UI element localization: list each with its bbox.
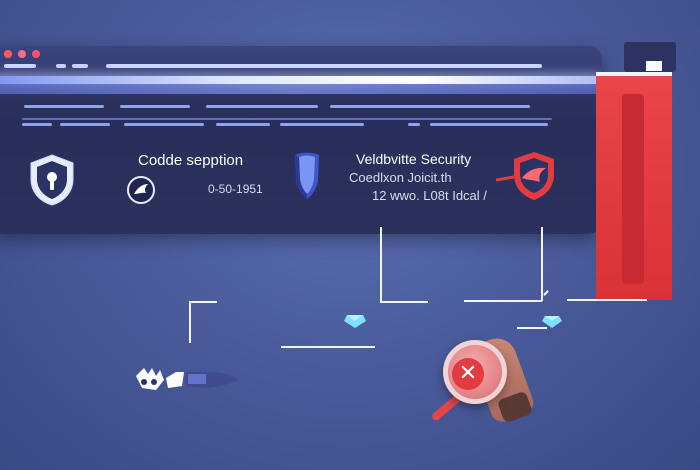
connector-line (189, 301, 191, 343)
content-line (216, 123, 270, 126)
connector-line (281, 346, 375, 348)
side-panel-cap-bar (646, 61, 662, 71)
browser-window (0, 46, 602, 234)
content-line (280, 123, 364, 126)
connector-line (380, 227, 382, 303)
panel-right-title: Veldbvitte Security (356, 151, 472, 167)
shield-lock-icon (30, 154, 74, 206)
divider (22, 118, 552, 120)
gem-icon (542, 316, 562, 328)
content-line (430, 123, 548, 126)
content-line (120, 105, 190, 108)
red-panel-slot (622, 94, 644, 284)
connector-line (464, 300, 542, 302)
handshake-icon (136, 368, 238, 390)
address-bar[interactable] (106, 64, 542, 68)
content-line (24, 105, 104, 108)
gem-icon (344, 315, 366, 328)
connector-line (380, 301, 428, 303)
tab-indicator[interactable] (72, 64, 88, 68)
content-line (330, 105, 530, 108)
side-panel-top (596, 72, 672, 78)
content-line (22, 123, 52, 126)
panel-left-title: Codde sepption (138, 152, 244, 169)
close-dot-icon[interactable] (4, 50, 12, 58)
content-line (206, 105, 318, 108)
blue-shield-icon (295, 152, 319, 199)
tab-indicator[interactable] (56, 64, 66, 68)
minimize-dot-icon[interactable] (18, 50, 26, 58)
connector-line (189, 301, 217, 303)
panel-right-detail: 12 wwo. L08t Idcal / (372, 188, 487, 203)
connector-line (541, 227, 543, 301)
connector-line (517, 327, 547, 329)
content-line (124, 123, 204, 126)
panel-left-timestamp: 0-50-1951 (208, 182, 263, 196)
panel-right-subtitle: Coedlxon Joicit.th (349, 170, 452, 185)
content-line (408, 123, 420, 126)
content-line (60, 123, 110, 126)
tab-indicator[interactable] (4, 64, 36, 68)
connector-line (543, 290, 549, 296)
glow-bar (0, 76, 602, 84)
red-shield-bird-icon (495, 152, 554, 200)
nav-strip (0, 84, 602, 94)
maximize-dot-icon[interactable] (32, 50, 40, 58)
x-mark-icon: ✕ (452, 358, 484, 390)
connector-line (567, 299, 647, 301)
bird-logo-icon (127, 176, 155, 204)
browser-chrome (0, 46, 602, 76)
